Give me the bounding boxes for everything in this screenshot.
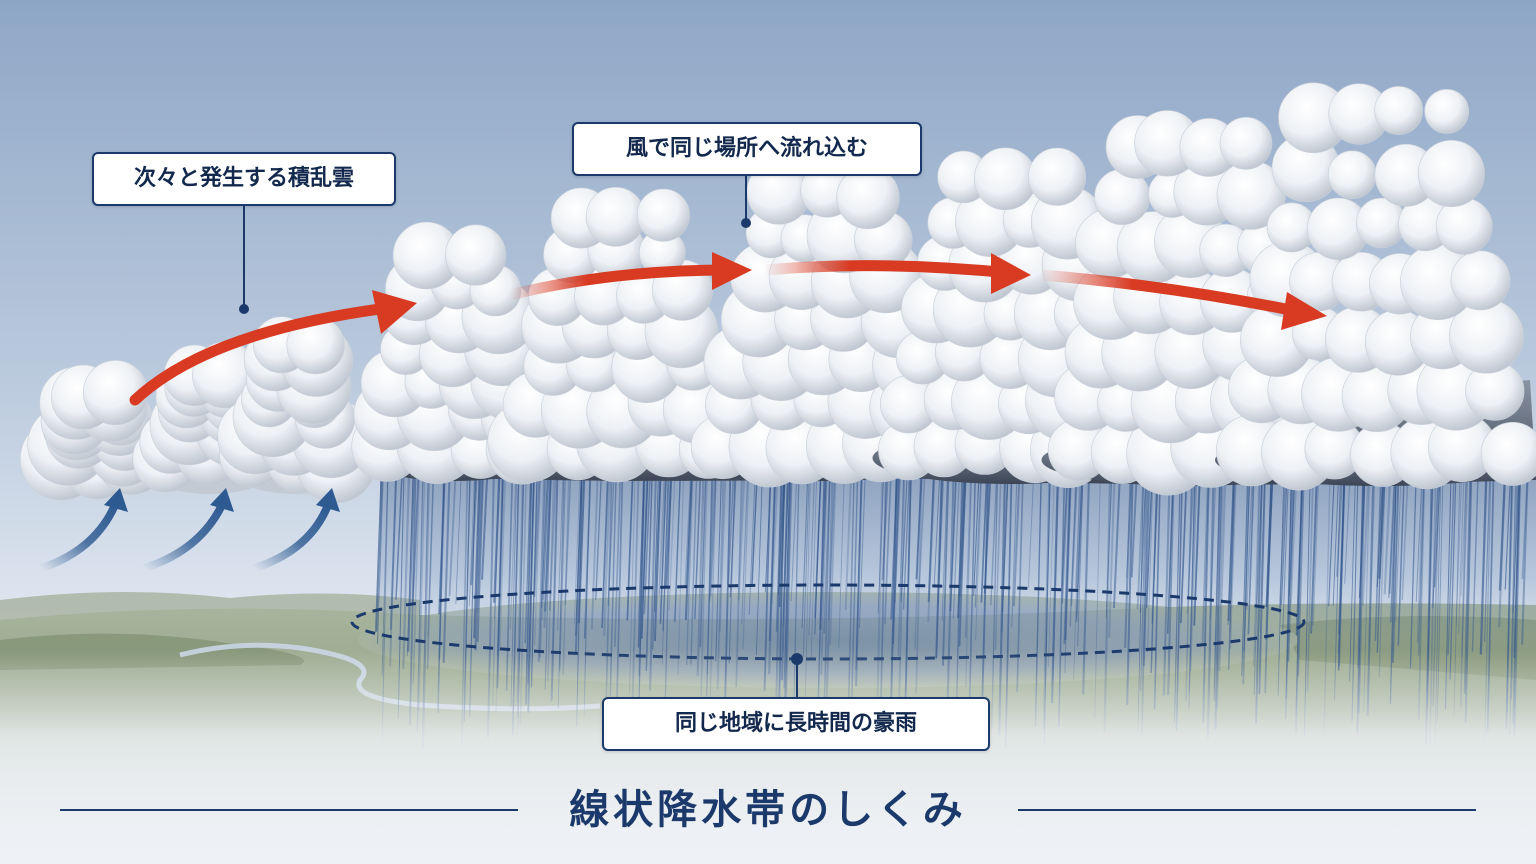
updraft-arrowhead-1 <box>104 488 128 512</box>
page-title: 線状降水帯のしくみ <box>569 787 967 833</box>
wind-arrow-4 <box>1039 269 1307 319</box>
updraft-arrowhead-3 <box>316 488 340 512</box>
wind-arrowhead-3 <box>991 253 1031 294</box>
label-prolonged-heavy-rain: 同じ地域に長時間の豪雨 <box>602 697 990 751</box>
label-successive-cumulonimbus: 次々と発生する積乱雲 <box>92 152 396 206</box>
wind-arrow-1 <box>129 301 401 406</box>
wind-arrowhead-1 <box>372 290 417 334</box>
leader-dot-mid <box>741 218 751 228</box>
title-rule-left <box>60 809 518 811</box>
wind-arrow-3 <box>764 260 1011 279</box>
updraft-arrows <box>38 488 340 572</box>
foreground-fog <box>0 650 1536 864</box>
cumulonimbus-clouds <box>19 82 1536 504</box>
title-rule-right <box>1018 809 1476 811</box>
updraft-arrow-1 <box>38 501 119 572</box>
leader-dot-bottom <box>791 653 803 665</box>
wind-flow-arrows <box>129 252 1327 406</box>
wind-arrow-2 <box>508 264 731 301</box>
leader-lines <box>239 174 803 697</box>
title-area: 線状降水帯のしくみ <box>60 782 1476 838</box>
label-wind-flow: 風で同じ場所へ流れ込む <box>572 122 922 176</box>
wind-arrowhead-2 <box>712 252 752 290</box>
leader-dot-left <box>239 304 249 314</box>
wind-arrowhead-4 <box>1281 292 1327 330</box>
updraft-arrow-3 <box>251 501 332 572</box>
updraft-arrow-2 <box>141 501 226 572</box>
updraft-arrowhead-2 <box>210 488 234 512</box>
